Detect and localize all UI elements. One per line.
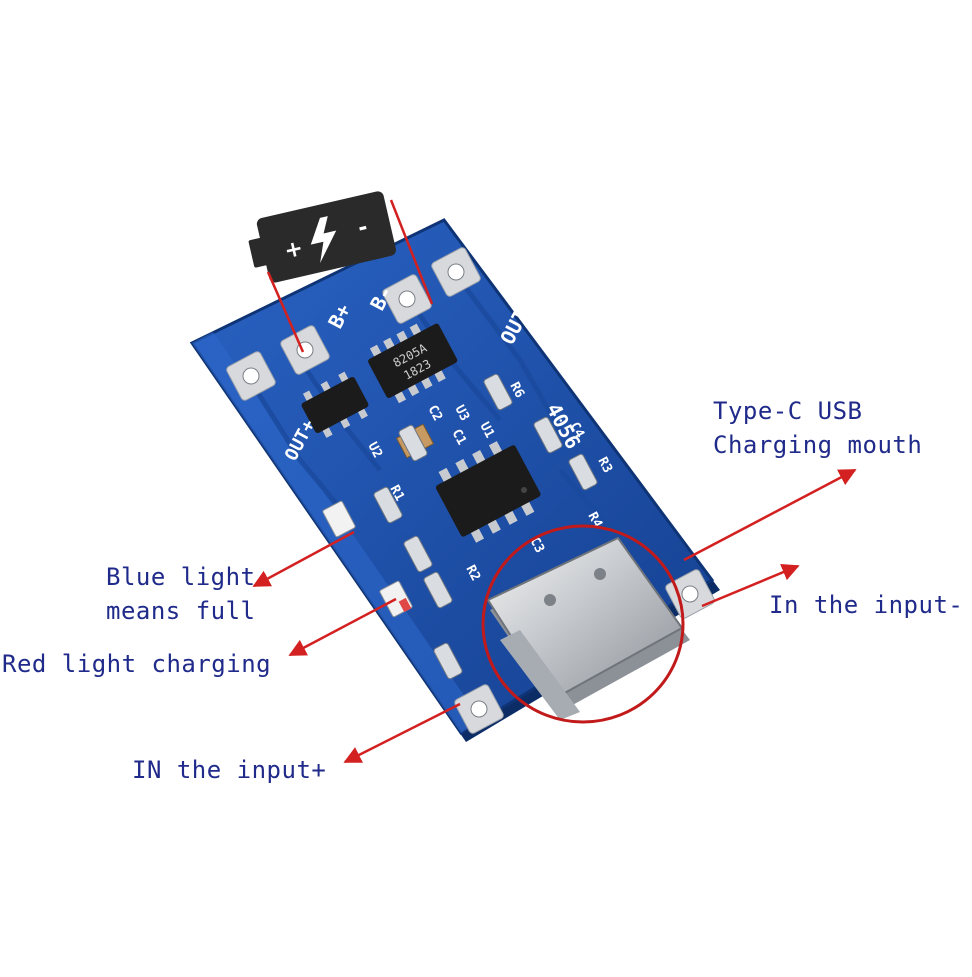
silkscreen-labels: B+ B- OUT- OUT+ 4056 U3 U1 U2 R1 R2 R3 R… [281, 282, 615, 584]
battery-lead-plus [266, 271, 305, 353]
label-r2: R2 [462, 563, 483, 584]
pad-out-plus [226, 351, 276, 401]
highlight-circle [481, 524, 685, 724]
callout-typec: Type-C USB Charging mouth [713, 394, 922, 462]
callout-blue-light-line1: Blue light [106, 563, 256, 591]
arrow-blue-light [252, 530, 355, 588]
label-u1: U1 [476, 420, 497, 441]
pad-in-plus [454, 684, 504, 734]
callout-typec-line1: Type-C USB [713, 397, 863, 425]
protection-chip [301, 371, 369, 438]
charger-ic [435, 441, 541, 543]
blue-led [322, 500, 356, 538]
label-c1: C1 [448, 427, 469, 448]
label-u3: U3 [451, 403, 472, 424]
battery-lead-minus [389, 199, 434, 305]
annotation-arrows [252, 468, 857, 764]
lightning-icon [310, 216, 337, 264]
arrow-in-plus [343, 702, 461, 764]
label-c2: C2 [424, 403, 445, 424]
battery-icon: + - [248, 191, 396, 283]
usb-c-connector [486, 536, 690, 720]
callout-in-plus: IN the input+ [132, 756, 327, 784]
callout-in-minus: In the input- [769, 591, 964, 619]
pad-b-minus [382, 274, 432, 324]
mosfet-chip: 8205A 1823 [368, 323, 458, 404]
smd-components [322, 373, 598, 680]
label-c4: C4 [566, 420, 587, 441]
arrow-red-light [288, 597, 397, 657]
label-u2: U2 [364, 440, 385, 461]
label-r6: R6 [506, 380, 527, 401]
callout-blue-light: Blue light means full [106, 560, 256, 628]
battery-plus: + [282, 236, 306, 265]
label-r1: R1 [386, 483, 407, 504]
callout-blue-light-line2: means full [106, 597, 256, 625]
label-r3: R3 [594, 455, 615, 476]
callout-typec-line2: Charging mouth [713, 431, 923, 459]
arrow-in-minus [701, 563, 800, 608]
arrow-typec [683, 468, 857, 562]
pad-out-minus [431, 247, 481, 297]
callout-red-light: Red light charging [2, 650, 272, 678]
